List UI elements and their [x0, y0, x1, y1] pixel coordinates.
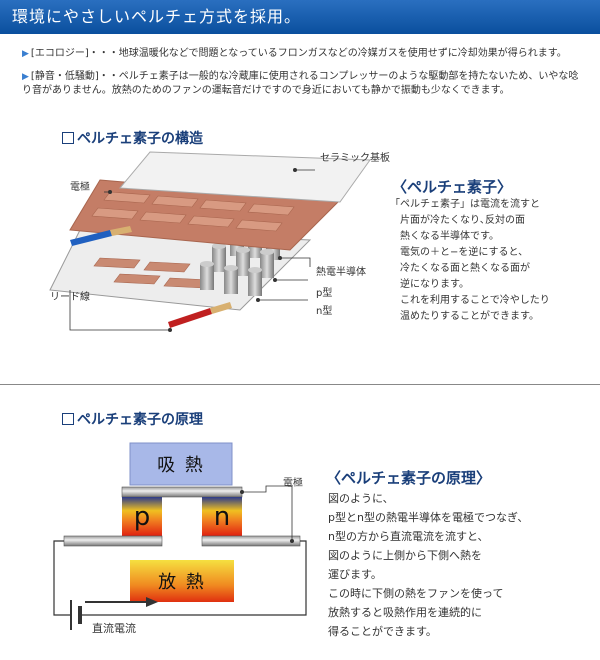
top-electrode-tiles [91, 191, 295, 232]
release-block [130, 560, 234, 602]
side-line: 熱くなる半導体です。 [400, 231, 499, 242]
release-label: 放 熱 [158, 572, 206, 593]
bottom-electrodes [93, 257, 211, 289]
label-p-type: p型 [316, 288, 333, 299]
side-line: 運びます。 [328, 568, 382, 581]
square-icon [62, 413, 74, 425]
side-line: 放熱すると吸熱作用を連続的に [328, 606, 482, 619]
p-label: p [133, 501, 151, 532]
side-line: 逆になります。 [400, 279, 469, 290]
label-ceramic: セラミック基板 [320, 153, 390, 164]
side-line: 「ペルチェ素子」は電流を流すと [390, 199, 540, 210]
absorb-label: 吸 熱 [157, 455, 205, 476]
circuit-wire [53, 540, 307, 616]
bullet-text: [静音・低騒動]・・ペルチェ素子は一般的な冷蔵庫に使用されるコンプレッサーのよう… [22, 71, 579, 96]
current-arrow [85, 597, 158, 607]
principle-title-text: ペルチェ素子の原理 [77, 412, 203, 428]
side-line: p型とn型の熱電半導体を電極でつなぎ、 [328, 511, 529, 524]
side-line: 電気の＋と−を逆にすると、 [400, 247, 529, 258]
side-line: 図のように、 [328, 492, 394, 505]
label-n-type: n型 [316, 306, 333, 317]
top-ceramic-plate [118, 151, 371, 203]
side-line: この時に下側の熱をファンを使って [328, 587, 504, 600]
structure-section-title: ペルチェ素子の構造 [62, 128, 203, 148]
top-electrode-bar [121, 486, 243, 498]
electrode-leader [242, 485, 293, 541]
principle-section-title: ペルチェ素子の原理 [62, 409, 203, 429]
bullet-quiet: ▶[静音・低騒動]・・ペルチェ素子は一般的な冷蔵庫に使用されるコンプレッサーのよ… [22, 70, 582, 98]
side-line: 冷たくなる面と熱くなる面が [400, 263, 530, 274]
side-line: n型の方から直流電流を流すと、 [328, 530, 489, 543]
peltier-structure-illustration [49, 151, 371, 332]
side-line: 温めたりすることができます。 [400, 311, 539, 322]
structure-title-text: ペルチェ素子の構造 [77, 131, 203, 147]
bottom-left-electrode-bar [63, 535, 163, 547]
arrow-icon: ▶ [22, 49, 29, 59]
structure-side-text: 「ペルチェ素子」は電流を流すと 片面が冷たくなり､反対の面 熱くなる半導体です。… [390, 197, 590, 325]
side-line: これを利用することで冷やしたり [400, 295, 550, 306]
principle-side-title: 〈ペルチェ素子の原理〉 [326, 469, 492, 487]
page-header: 環境にやさしいペルチェ方式を採用。 [0, 0, 600, 34]
leader-lines [69, 169, 315, 331]
bullet-text: [エコロジー]・・・地球温暖化などで問題となっているフロンガスなどの冷媒ガスを使… [30, 48, 567, 59]
n-label: n [213, 501, 231, 532]
label-semiconductor: 熱電半導体 [316, 267, 366, 278]
label-lead: リード線 [50, 292, 90, 303]
leader-dots [108, 168, 297, 332]
principle-side-text: 図のように、 p型とn型の熱電半導体を電極でつなぎ、 n型の方から直流電流を流す… [328, 489, 588, 641]
n-semiconductor [202, 497, 242, 536]
peltier-principle-diagram [53, 442, 307, 630]
side-line: 得ることができます。 [328, 625, 437, 638]
label-electrode-principle: 電極 [283, 478, 303, 489]
lead-wires [70, 226, 232, 328]
label-dc-current: 直流電流 [92, 622, 136, 635]
side-line: 図のように上側から下側へ熱を [328, 549, 482, 562]
side-line: 片面が冷たくなり､反対の面 [400, 215, 525, 226]
arrow-icon: ▶ [22, 72, 29, 82]
bullet-ecology: ▶[エコロジー]・・・地球温暖化などで問題となっているフロンガスなどの冷媒ガスを… [22, 47, 582, 61]
dc-battery [70, 600, 82, 630]
absorb-block [129, 442, 233, 486]
structure-side-title: 〈ペルチェ素子〉 [392, 178, 513, 196]
square-icon [62, 132, 74, 144]
label-electrode: 電極 [70, 182, 90, 193]
section-divider [0, 384, 600, 385]
p-semiconductor [122, 497, 162, 536]
bottom-right-electrode-bar [201, 535, 301, 547]
